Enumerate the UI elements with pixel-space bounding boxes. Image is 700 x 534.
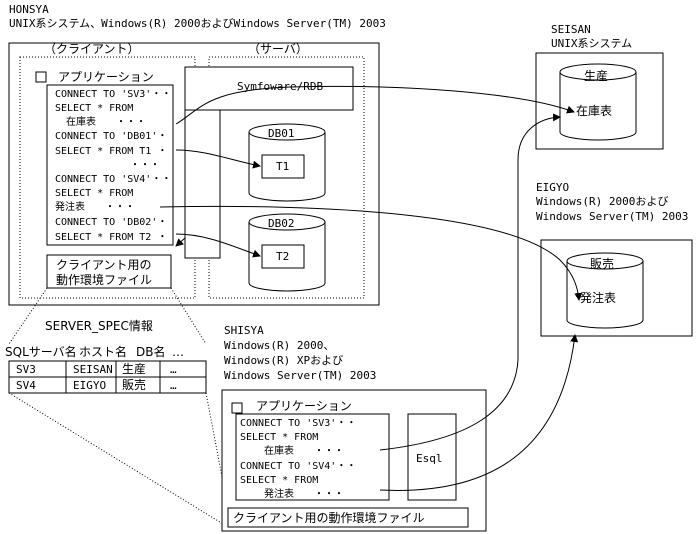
honsya-code-line: 在庫表 ・・・ bbox=[66, 115, 146, 128]
arrow-shisya-to-hachuhyo bbox=[379, 334, 579, 491]
arrow-server-to-client bbox=[175, 237, 186, 247]
t1-label: T1 bbox=[276, 160, 289, 173]
server-spec-cell: 生産 bbox=[122, 361, 146, 376]
t2-table bbox=[261, 244, 305, 269]
eigyo-db-label: 販売 bbox=[590, 256, 614, 271]
honsya-code-line: ・・・ bbox=[130, 160, 160, 171]
rdb-connector bbox=[184, 109, 221, 259]
honsya-server-label: （サーバ） bbox=[248, 42, 308, 56]
honsya-name: HONSYA bbox=[9, 3, 49, 16]
server-spec-header-more: … bbox=[172, 345, 184, 359]
seisan-os: UNIX系システム bbox=[551, 37, 632, 50]
shisya-name: SHISYA bbox=[224, 324, 264, 337]
shisya-app-label: アプリケーション bbox=[256, 399, 352, 413]
shisya-app-icon bbox=[231, 402, 243, 414]
seisan-table-label: 在庫表 bbox=[576, 104, 612, 118]
honsya-client-env-line1: クライアント用の bbox=[56, 258, 152, 272]
honsya-code-line: SELECT * FROM bbox=[55, 188, 133, 199]
shisya-os-line2: Windows(R) XPおよび bbox=[224, 354, 343, 367]
arrow-to-t1 bbox=[175, 149, 261, 169]
shisya-client-env-label: クライアント用の動作環境ファイル bbox=[233, 510, 425, 525]
honsya-code-line: CONNECT TO 'SV4'・・ bbox=[55, 174, 171, 185]
seisan-db-label: 生産 bbox=[584, 68, 608, 83]
honsya-app-icon bbox=[35, 71, 47, 83]
server-spec-title: SERVER_SPEC情報 bbox=[45, 319, 153, 333]
honsya-code-line: SELECT * FROM T1 ・ bbox=[55, 146, 167, 157]
honsya-client-env-file bbox=[46, 254, 172, 289]
shisya-code-line: CONNECT TO 'SV3'・・ bbox=[240, 418, 356, 429]
server-spec-cell: … bbox=[170, 363, 177, 376]
shisya-code: CONNECT TO 'SV3'・・ SELECT * FROM 在庫表 ・・・… bbox=[240, 418, 356, 500]
shisya-code-line: 発注表 ・・・ bbox=[264, 487, 344, 500]
shisya-code-line: SELECT * FROM bbox=[240, 432, 318, 443]
shisya-code-line: CONNECT TO 'SV4'・・ bbox=[240, 461, 356, 472]
server-spec-cell: SV4 bbox=[16, 379, 36, 392]
server-spec-cell: EIGYO bbox=[73, 379, 106, 392]
server-spec-cell: 販売 bbox=[122, 377, 146, 392]
db02-label: DB02 bbox=[268, 217, 295, 230]
honsya-client-env-line2: 動作環境ファイル bbox=[56, 272, 152, 287]
arrow-honsya-to-zaikohyo bbox=[175, 85, 575, 125]
shisya-code-line: SELECT * FROM bbox=[240, 475, 318, 486]
seisan-db-cylinder bbox=[559, 63, 637, 141]
eigyo-db-cylinder bbox=[566, 252, 644, 329]
honsya-code-line: SELECT * FROM T2 ・ bbox=[55, 232, 167, 243]
server-spec-cell: SEISAN bbox=[73, 363, 113, 376]
shisya-os-line1: Windows(R) 2000、 bbox=[224, 339, 334, 352]
server-spec-header-db: DB名 bbox=[136, 344, 165, 359]
honsya-code-line: 発注表 ・・・ bbox=[55, 200, 135, 213]
shisya-client-env-file bbox=[227, 507, 469, 528]
esql-label: Esql bbox=[416, 452, 443, 465]
arrow-shisya-to-zaikohyo bbox=[379, 113, 561, 451]
server-spec-table bbox=[8, 360, 207, 394]
seisan-name: SEISAN bbox=[551, 23, 591, 36]
server-spec-cell: SV3 bbox=[16, 363, 36, 376]
honsya-code: CONNECT TO 'SV3'・・ SELECT * FROM 在庫表 ・・・… bbox=[55, 89, 171, 243]
honsya-app-code-box bbox=[46, 84, 174, 246]
eigyo-os-line2: Windows Server(TM) 2003 bbox=[536, 210, 688, 223]
symfoware-label: Symfoware/RDB bbox=[237, 80, 323, 93]
honsya-app-label: アプリケーション bbox=[58, 70, 154, 84]
db01-label: DB01 bbox=[268, 127, 295, 140]
shisya-code-line: 在庫表 ・・・ bbox=[264, 444, 344, 457]
honsya-client-label: （クライアント） bbox=[44, 42, 140, 56]
honsya-code-line: CONNECT TO 'SV3'・・ bbox=[55, 89, 171, 100]
honsya-code-line: CONNECT TO 'DB02'・ bbox=[55, 217, 167, 228]
eigyo-table-label: 発注表 bbox=[580, 290, 616, 305]
honsya-code-line: CONNECT TO 'DB01'・ bbox=[55, 131, 167, 142]
server-spec-header-sqlserver: SQLサーバ名 bbox=[5, 344, 77, 359]
honsya-code-line: SELECT * FROM bbox=[55, 103, 133, 114]
t2-label: T2 bbox=[276, 250, 289, 263]
shisya-os-line3: Windows Server(TM) 2003 bbox=[224, 369, 376, 382]
honsya-os: UNIX系システム、Windows(R) 2000およびWindows Serv… bbox=[9, 17, 386, 30]
spec-leader-lines bbox=[8, 287, 229, 528]
server-spec-cell: … bbox=[170, 379, 177, 392]
connection-arrows bbox=[159, 85, 583, 491]
server-spec-header-host: ホスト名 bbox=[79, 344, 127, 359]
arrow-honsya-to-hachuhyo bbox=[159, 205, 583, 301]
eigyo-name: EIGYO bbox=[536, 181, 569, 194]
t1-table bbox=[261, 154, 305, 179]
arrow-to-t2 bbox=[175, 233, 261, 258]
honsya-client-area bbox=[19, 56, 196, 299]
shisya-app-code-box bbox=[235, 413, 390, 501]
eigyo-os-line1: Windows(R) 2000および bbox=[536, 195, 668, 208]
